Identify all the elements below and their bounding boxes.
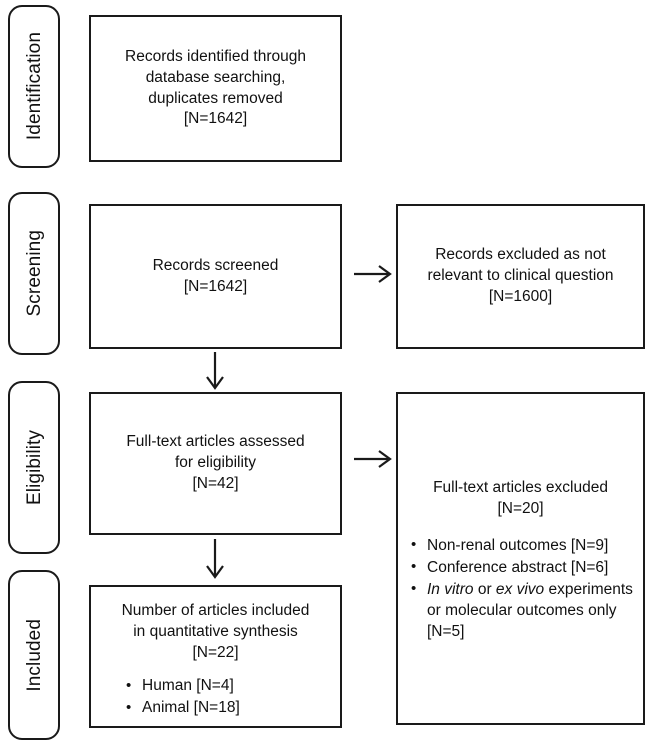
stage-label-screening: Screening bbox=[23, 230, 45, 317]
box-records-excluded: Records excluded as not relevant to clin… bbox=[396, 204, 645, 349]
stage-pill-identification: Identification bbox=[8, 5, 60, 168]
fulltext-excluded-bullet-list: Non-renal outcomes [N=9] Conference abst… bbox=[408, 535, 633, 644]
stage-pill-eligibility: Eligibility bbox=[8, 381, 60, 554]
included-bullet-list: Human [N=4] Animal [N=18] bbox=[101, 676, 330, 720]
spacer bbox=[101, 664, 330, 676]
list-item: Human [N=4] bbox=[123, 676, 330, 697]
box-records-excluded-text: Records excluded as not relevant to clin… bbox=[427, 246, 614, 305]
list-item: Conference abstract [N=6] bbox=[408, 557, 633, 579]
box-fulltext-excluded-text: Full-text articles excluded [N=20] bbox=[433, 479, 608, 517]
box-articles-included: Number of articles included in quantitat… bbox=[89, 585, 342, 728]
box-fulltext-assessed-text: Full-text articles assessed for eligibil… bbox=[126, 433, 305, 492]
arrow-down-icon-fulltext-to-included bbox=[203, 537, 227, 583]
box-records-identified: Records identified through database sear… bbox=[89, 15, 342, 162]
spacer bbox=[408, 520, 633, 536]
stage-label-included: Included bbox=[23, 618, 45, 692]
stage-label-eligibility: Eligibility bbox=[23, 429, 45, 505]
list-item: Animal [N=18] bbox=[123, 698, 330, 719]
box-records-screened: Records screened [N=1642] bbox=[89, 204, 342, 349]
stage-pill-included: Included bbox=[8, 570, 60, 740]
box-articles-included-text: Number of articles included in quantitat… bbox=[121, 602, 310, 661]
box-fulltext-assessed: Full-text articles assessed for eligibil… bbox=[89, 392, 342, 535]
box-fulltext-excluded: Full-text articles excluded [N=20] Non-r… bbox=[396, 392, 645, 725]
box-records-screened-text: Records screened [N=1642] bbox=[152, 256, 279, 295]
list-item: Non-renal outcomes [N=9] bbox=[408, 535, 633, 557]
arrow-right-icon-screened-to-excluded bbox=[352, 262, 396, 286]
stage-pill-screening: Screening bbox=[8, 192, 60, 355]
arrow-down-icon-screened-to-fulltext bbox=[203, 350, 227, 394]
box-records-identified-text: Records identified through database sear… bbox=[125, 47, 306, 128]
arrow-right-icon-fulltext-to-excluded bbox=[352, 447, 396, 471]
stage-label-identification: Identification bbox=[23, 32, 45, 141]
list-item: In vitro or ex vivo experiments or molec… bbox=[408, 579, 633, 643]
